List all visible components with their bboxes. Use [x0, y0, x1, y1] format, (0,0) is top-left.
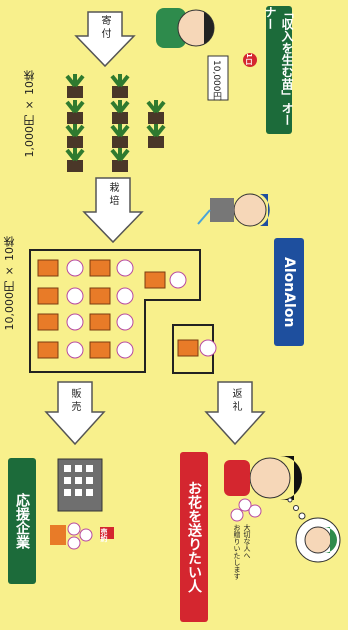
- orchid-flowers: [66, 259, 217, 359]
- building-window: [75, 489, 82, 496]
- orchid-flower: [116, 259, 134, 277]
- flower-pots: [37, 259, 199, 359]
- seedling: [110, 124, 130, 148]
- flower-pot: [89, 313, 111, 331]
- building-window: [86, 477, 93, 484]
- orchid-flower: [116, 341, 134, 359]
- flower-pot: [177, 339, 199, 357]
- donate-arrow: [74, 11, 136, 68]
- return-label: 返 礼: [230, 388, 241, 412]
- building-icon: [57, 458, 103, 512]
- seedling: [65, 74, 85, 98]
- orchid-flower: [199, 339, 217, 357]
- seedling-price: 1,000円 × 10株: [23, 70, 36, 158]
- orchid-flower: [66, 287, 84, 305]
- owner-person-icon: [156, 8, 215, 48]
- seedling: [110, 100, 130, 124]
- sender-label: お花を送りたい人: [180, 452, 208, 622]
- cultivate-label: 栽 培: [107, 182, 118, 206]
- flower-pot: [89, 341, 111, 359]
- seedling-group: [65, 74, 166, 172]
- seedling: [65, 148, 85, 172]
- flower-pot: [89, 259, 111, 277]
- supporter-label: 応援企業: [8, 458, 36, 584]
- org-label: AlonAlon: [274, 238, 304, 346]
- thought-dots: [287, 497, 306, 520]
- building-window: [86, 465, 93, 472]
- building-window: [75, 465, 82, 472]
- seedling: [146, 124, 166, 148]
- seedling: [110, 74, 130, 98]
- flower-bouquet-icon: [50, 522, 114, 550]
- building-window: [64, 477, 71, 484]
- orchid-flower: [116, 287, 134, 305]
- sold-tag: 売約: [100, 528, 108, 542]
- money-badge: [243, 53, 257, 67]
- orchid-flower: [66, 313, 84, 331]
- thought-dot: [287, 497, 293, 503]
- sell-arrow: [44, 381, 106, 446]
- donate-label: 寄 付: [99, 15, 110, 39]
- orchid-flower: [116, 313, 134, 331]
- flower-pot: [37, 313, 59, 331]
- flower-pot: [144, 271, 166, 289]
- seedling: [146, 100, 166, 124]
- owner-money-badge: 1口: [245, 53, 253, 65]
- building-window: [64, 489, 71, 496]
- sell-label: 販 売: [69, 388, 80, 412]
- money-note: [207, 55, 229, 101]
- recipient-person-icon: [295, 517, 341, 563]
- owner-money-label: 10,000円: [211, 60, 221, 101]
- orchid-flower: [169, 271, 187, 289]
- sender-bouquet-icon: [230, 498, 262, 522]
- building-window: [86, 489, 93, 496]
- orchid-flower: [66, 259, 84, 277]
- seedling: [110, 148, 130, 172]
- flower-pot: [37, 341, 59, 359]
- cultivate-arrow: [82, 177, 144, 244]
- flower-pot: [37, 259, 59, 277]
- thought-dot: [293, 505, 299, 511]
- thought-dot: [298, 512, 306, 520]
- seedling: [65, 100, 85, 124]
- building-window: [64, 465, 71, 472]
- flower-price: 10,000円 × 10株: [3, 236, 16, 331]
- return-arrow: [204, 381, 266, 446]
- flower-pot: [89, 287, 111, 305]
- seedling: [65, 124, 85, 148]
- owner-label: 「収入を生む苗」オーナー: [263, 6, 294, 134]
- flower-pot: [37, 287, 59, 305]
- orchid-flower: [66, 341, 84, 359]
- gardener-icon: [197, 193, 270, 227]
- building-window: [75, 477, 82, 484]
- sender-person-icon: [224, 456, 302, 500]
- growing-area-outline: [29, 249, 201, 373]
- speech-text: 大切な人へ お贈りいたします: [233, 524, 251, 580]
